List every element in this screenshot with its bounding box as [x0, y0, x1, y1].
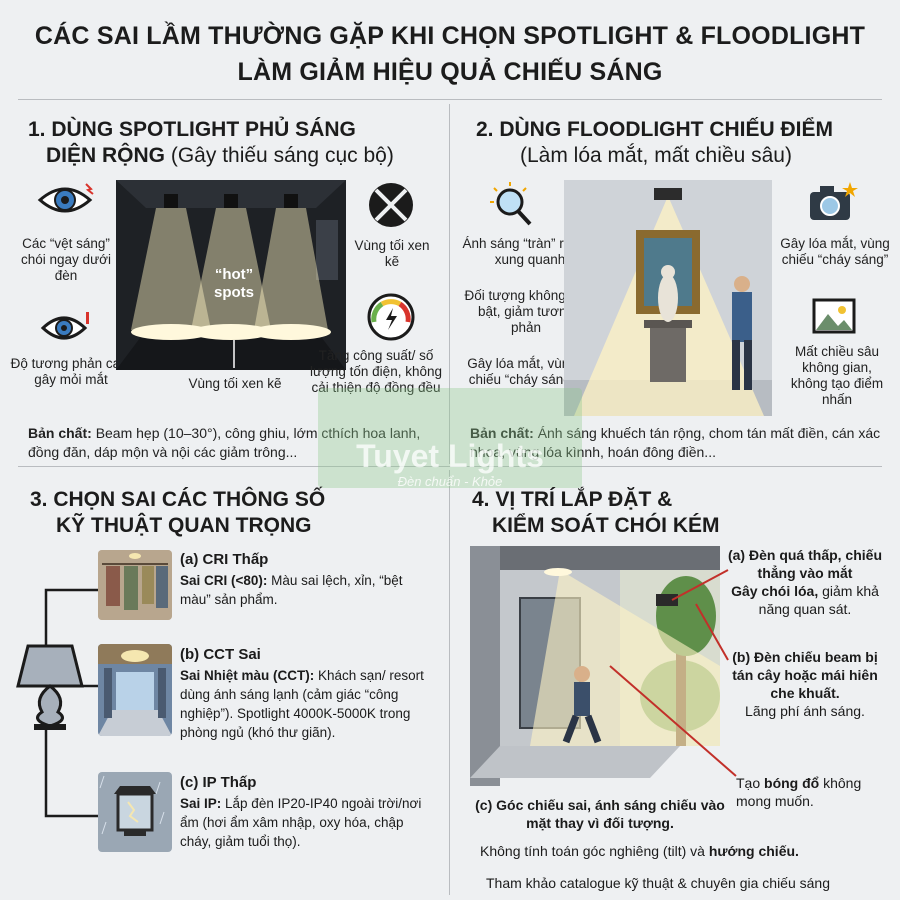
- annotation-a-bold: (a) Đèn quá thấp, chiếu thẳng vào mắt: [727, 547, 882, 581]
- section2-essence: Bản chất: Ánh sáng khuếch tán rộng, chom…: [470, 424, 882, 462]
- dark-bottom-label: Vùng tối xen kẽ: [188, 376, 282, 391]
- watermark-tagline: Đèn chuẩn - Khỏe: [397, 474, 503, 489]
- footer-note: Tham khảo catalogue kỹ thuật & chuyên gi…: [486, 875, 830, 891]
- magnifier-icon: [486, 180, 538, 232]
- section1-essence-bold: Bản chất:: [28, 425, 92, 441]
- dark-zone-icon: [366, 180, 416, 230]
- annotation-shadow-post: không mong muốn.: [736, 775, 862, 809]
- watermark-badge: [318, 388, 582, 488]
- annotation-a-bold2: Gây chói lóa,: [731, 583, 819, 599]
- page-title: CÁC SAI LẦM THƯỜNG GẶP KHI CHỌN SPOTLIGH…: [34, 22, 866, 50]
- cct-lobby-thumbnail: [98, 644, 172, 736]
- spotlight-room-illustration: [116, 180, 346, 370]
- annotation-c-text-bold: hướng chiếu.: [708, 843, 799, 859]
- camera-icon: [806, 180, 858, 224]
- section1-essence: Bản chất: Beam hẹp (10–30°), công ghiu, …: [28, 424, 430, 462]
- card-cri-heading: (a) CRI Thấp: [180, 551, 269, 568]
- annotation-c-bold: (c) Góc chiếu sai, ánh sáng chiếu vào mặ…: [475, 797, 725, 831]
- section2-essence-text: Ánh sáng khuếch tán rộng, chom tán mất đ…: [470, 425, 881, 460]
- section1-title-thin: (Gây thiếu sáng cục bộ): [170, 144, 394, 167]
- annotation-lines: [600, 556, 740, 806]
- depth-label: Mất chiều sâu không gian, không tạo điểm…: [790, 344, 884, 407]
- glare-left-label: Gây lóa mắt, vùng chiếu “cháy sáng”: [467, 356, 577, 387]
- card-cct-bold: Sai Nhiệt màu (CCT):: [180, 668, 315, 683]
- power-gauge-icon: [366, 292, 416, 342]
- card-cri-text: Sai CRI (<80): Màu sai lệch, xỉn, “bệt m…: [180, 571, 430, 609]
- annotation-c-text-pre: Không tính toán góc nghiêng (tilt) và: [480, 843, 705, 859]
- annotation-c-text: Không tính toán góc nghiêng (tilt) và hư…: [480, 842, 890, 860]
- glare-right-label: Gây lóa mắt, vùng chiếu “cháy sáng”: [780, 236, 890, 267]
- card-cri-bold: Sai CRI (<80):: [180, 573, 268, 588]
- section4-title-line2: KIỂM SOÁT CHÓI KÉM: [492, 514, 720, 537]
- lamp-diagram-icon: [12, 576, 102, 826]
- annotation-shadow: Tạo bóng đổ không mong muốn.: [736, 774, 876, 810]
- card-cri-body: Màu sai lệch, xỉn, “bệt màu” sản phẩm.: [180, 573, 403, 607]
- vertical-divider-top: [449, 104, 450, 464]
- annotation-b-text: Lãng phí ánh sáng.: [745, 703, 865, 719]
- contrast-label: Độ tương phản cao, gây mỏi mắt: [10, 356, 132, 387]
- vertical-divider-bottom: [449, 470, 450, 895]
- card-ip-body: Lắp đèn IP20-IP40 ngoài trời/nơi ẩm (hơi…: [180, 796, 422, 849]
- section2-title-line1: 2. DÙNG FLOODLIGHT CHIẾU ĐIỂM: [476, 118, 833, 141]
- hot-spots-label: “hot” spots: [213, 266, 254, 301]
- section4-title-line1: 4. VỊ TRÍ LẮP ĐẶT &: [472, 488, 673, 511]
- glare-eye-icon: [36, 180, 96, 220]
- object-label: Đối tượng không nổi bật, giảm tương phản: [464, 288, 588, 335]
- annotation-b: (b) Đèn chiếu beam bị tán cây hoặc mái h…: [722, 648, 888, 720]
- cri-wardrobe-thumbnail: [98, 550, 172, 620]
- section1-title-line2: DIỆN RỘNG (Gây thiếu sáng cục bộ): [46, 143, 394, 168]
- contrast-eye-icon: [40, 310, 92, 346]
- glare-eye-label: Các “vệt sáng” chói ngay dưới đèn: [21, 236, 111, 283]
- section2-title-line2: (Làm lóa mắt, mất chiều sâu): [520, 144, 792, 167]
- annotation-shadow-bold: bóng đổ: [764, 775, 820, 791]
- card-cct-body: Khách sạn/ resort dùng ánh sáng lạnh (cả…: [180, 668, 424, 740]
- dark-zone-label: Vùng tối xen kẽ: [354, 238, 430, 269]
- porch-installation-illustration: [470, 546, 720, 786]
- annotation-a-text: giảm khả năng quan sát.: [758, 583, 879, 617]
- section3-title-line2: KỸ THUẬT QUAN TRỌNG: [56, 514, 312, 537]
- annotation-b-bold: (b) Đèn chiếu beam bị tán cây hoặc mái h…: [732, 649, 878, 701]
- annotation-a: (a) Đèn quá thấp, chiếu thẳng vào mắt Gâ…: [720, 546, 890, 618]
- floodlight-gallery-illustration: [564, 180, 772, 416]
- section1-essence-text: Beam hẹp (10–30°), công ghiu, lớm cthích…: [28, 425, 421, 460]
- annotation-shadow-pre: Tạo: [736, 775, 761, 791]
- spill-label: Ánh sáng “tràn” ra nền xung quanh: [462, 236, 598, 267]
- watermark-brand: Tuyet Lights: [356, 438, 544, 474]
- middle-divider: [18, 466, 882, 467]
- page-subtitle: LÀM GIẢM HIỆU QUẢ CHIẾU SÁNG: [237, 58, 663, 86]
- card-ip-bold: Sai IP:: [180, 796, 222, 811]
- section1-title-bold: DIỆN RỘNG: [46, 144, 166, 167]
- card-cct-heading: (b) CCT Sai: [180, 646, 261, 663]
- power-label: Tăng công suất/ số lượng tốn điện, không…: [310, 348, 442, 395]
- card-cct-text: Sai Nhiệt màu (CCT): Khách sạn/ resort d…: [180, 666, 442, 742]
- card-ip-text: Sai IP: Lắp đèn IP20-IP40 ngoài trời/nơi…: [180, 794, 430, 851]
- section2-essence-bold: Bản chất:: [470, 425, 534, 441]
- header-divider: [18, 99, 882, 100]
- card-ip-heading: (c) IP Thấp: [180, 774, 257, 791]
- landscape-image-icon: [812, 298, 856, 334]
- section3-title-line1: 3. CHỌN SAI CÁC THÔNG SỐ: [30, 488, 326, 511]
- ip-outdoor-lamp-thumbnail: [98, 772, 172, 852]
- section1-title-line1: 1. DÙNG SPOTLIGHT PHỦ SÁNG: [28, 118, 356, 141]
